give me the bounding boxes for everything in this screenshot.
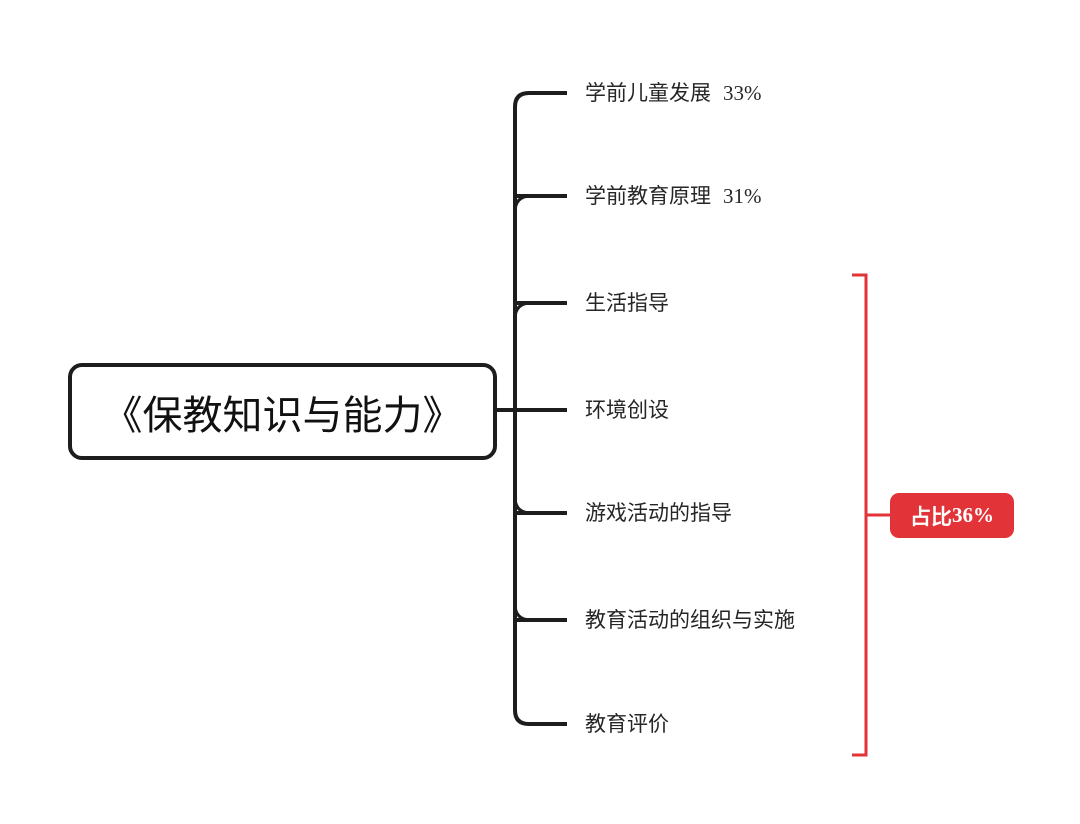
branch-name: 游戏活动的指导: [585, 502, 732, 525]
root-node[interactable]: 《保教知识与能力》: [68, 363, 497, 460]
branch-name: 学前儿童发展: [585, 82, 711, 105]
root-node-label: 《保教知识与能力》: [102, 393, 463, 438]
branch-percentage: 31%: [723, 184, 762, 208]
fillet-6: [513, 603, 532, 622]
branch-node-3[interactable]: 生活指导: [585, 288, 669, 318]
badge-percentage: 36%: [952, 503, 994, 527]
branch-name: 生活指导: [585, 292, 669, 315]
branch-name: 教育活动的组织与实施: [585, 609, 795, 632]
branch-name: 学前教育原理: [585, 185, 711, 208]
branch-node-7[interactable]: 教育评价: [585, 709, 669, 739]
fillet-2: [513, 194, 532, 213]
fillet-3: [513, 301, 532, 320]
badge-prefix: 占比: [910, 505, 952, 529]
group-bracket-line: [852, 273, 868, 757]
branch-percentage: 33%: [723, 81, 762, 105]
branch-lines-group: [497, 91, 567, 726]
branch-name: 教育评价: [585, 713, 669, 736]
branch-node-5[interactable]: 游戏活动的指导: [585, 498, 732, 528]
fillet-5: [513, 496, 532, 515]
branch-node-2[interactable]: 学前教育原理 31%: [585, 181, 762, 211]
branch-node-6[interactable]: 教育活动的组织与实施: [585, 605, 795, 635]
branch-name: 环境创设: [585, 399, 669, 422]
branch-node-1[interactable]: 学前儿童发展 33%: [585, 78, 762, 108]
branch-node-4[interactable]: 环境创设: [585, 395, 669, 425]
group-bracket: [852, 273, 890, 757]
